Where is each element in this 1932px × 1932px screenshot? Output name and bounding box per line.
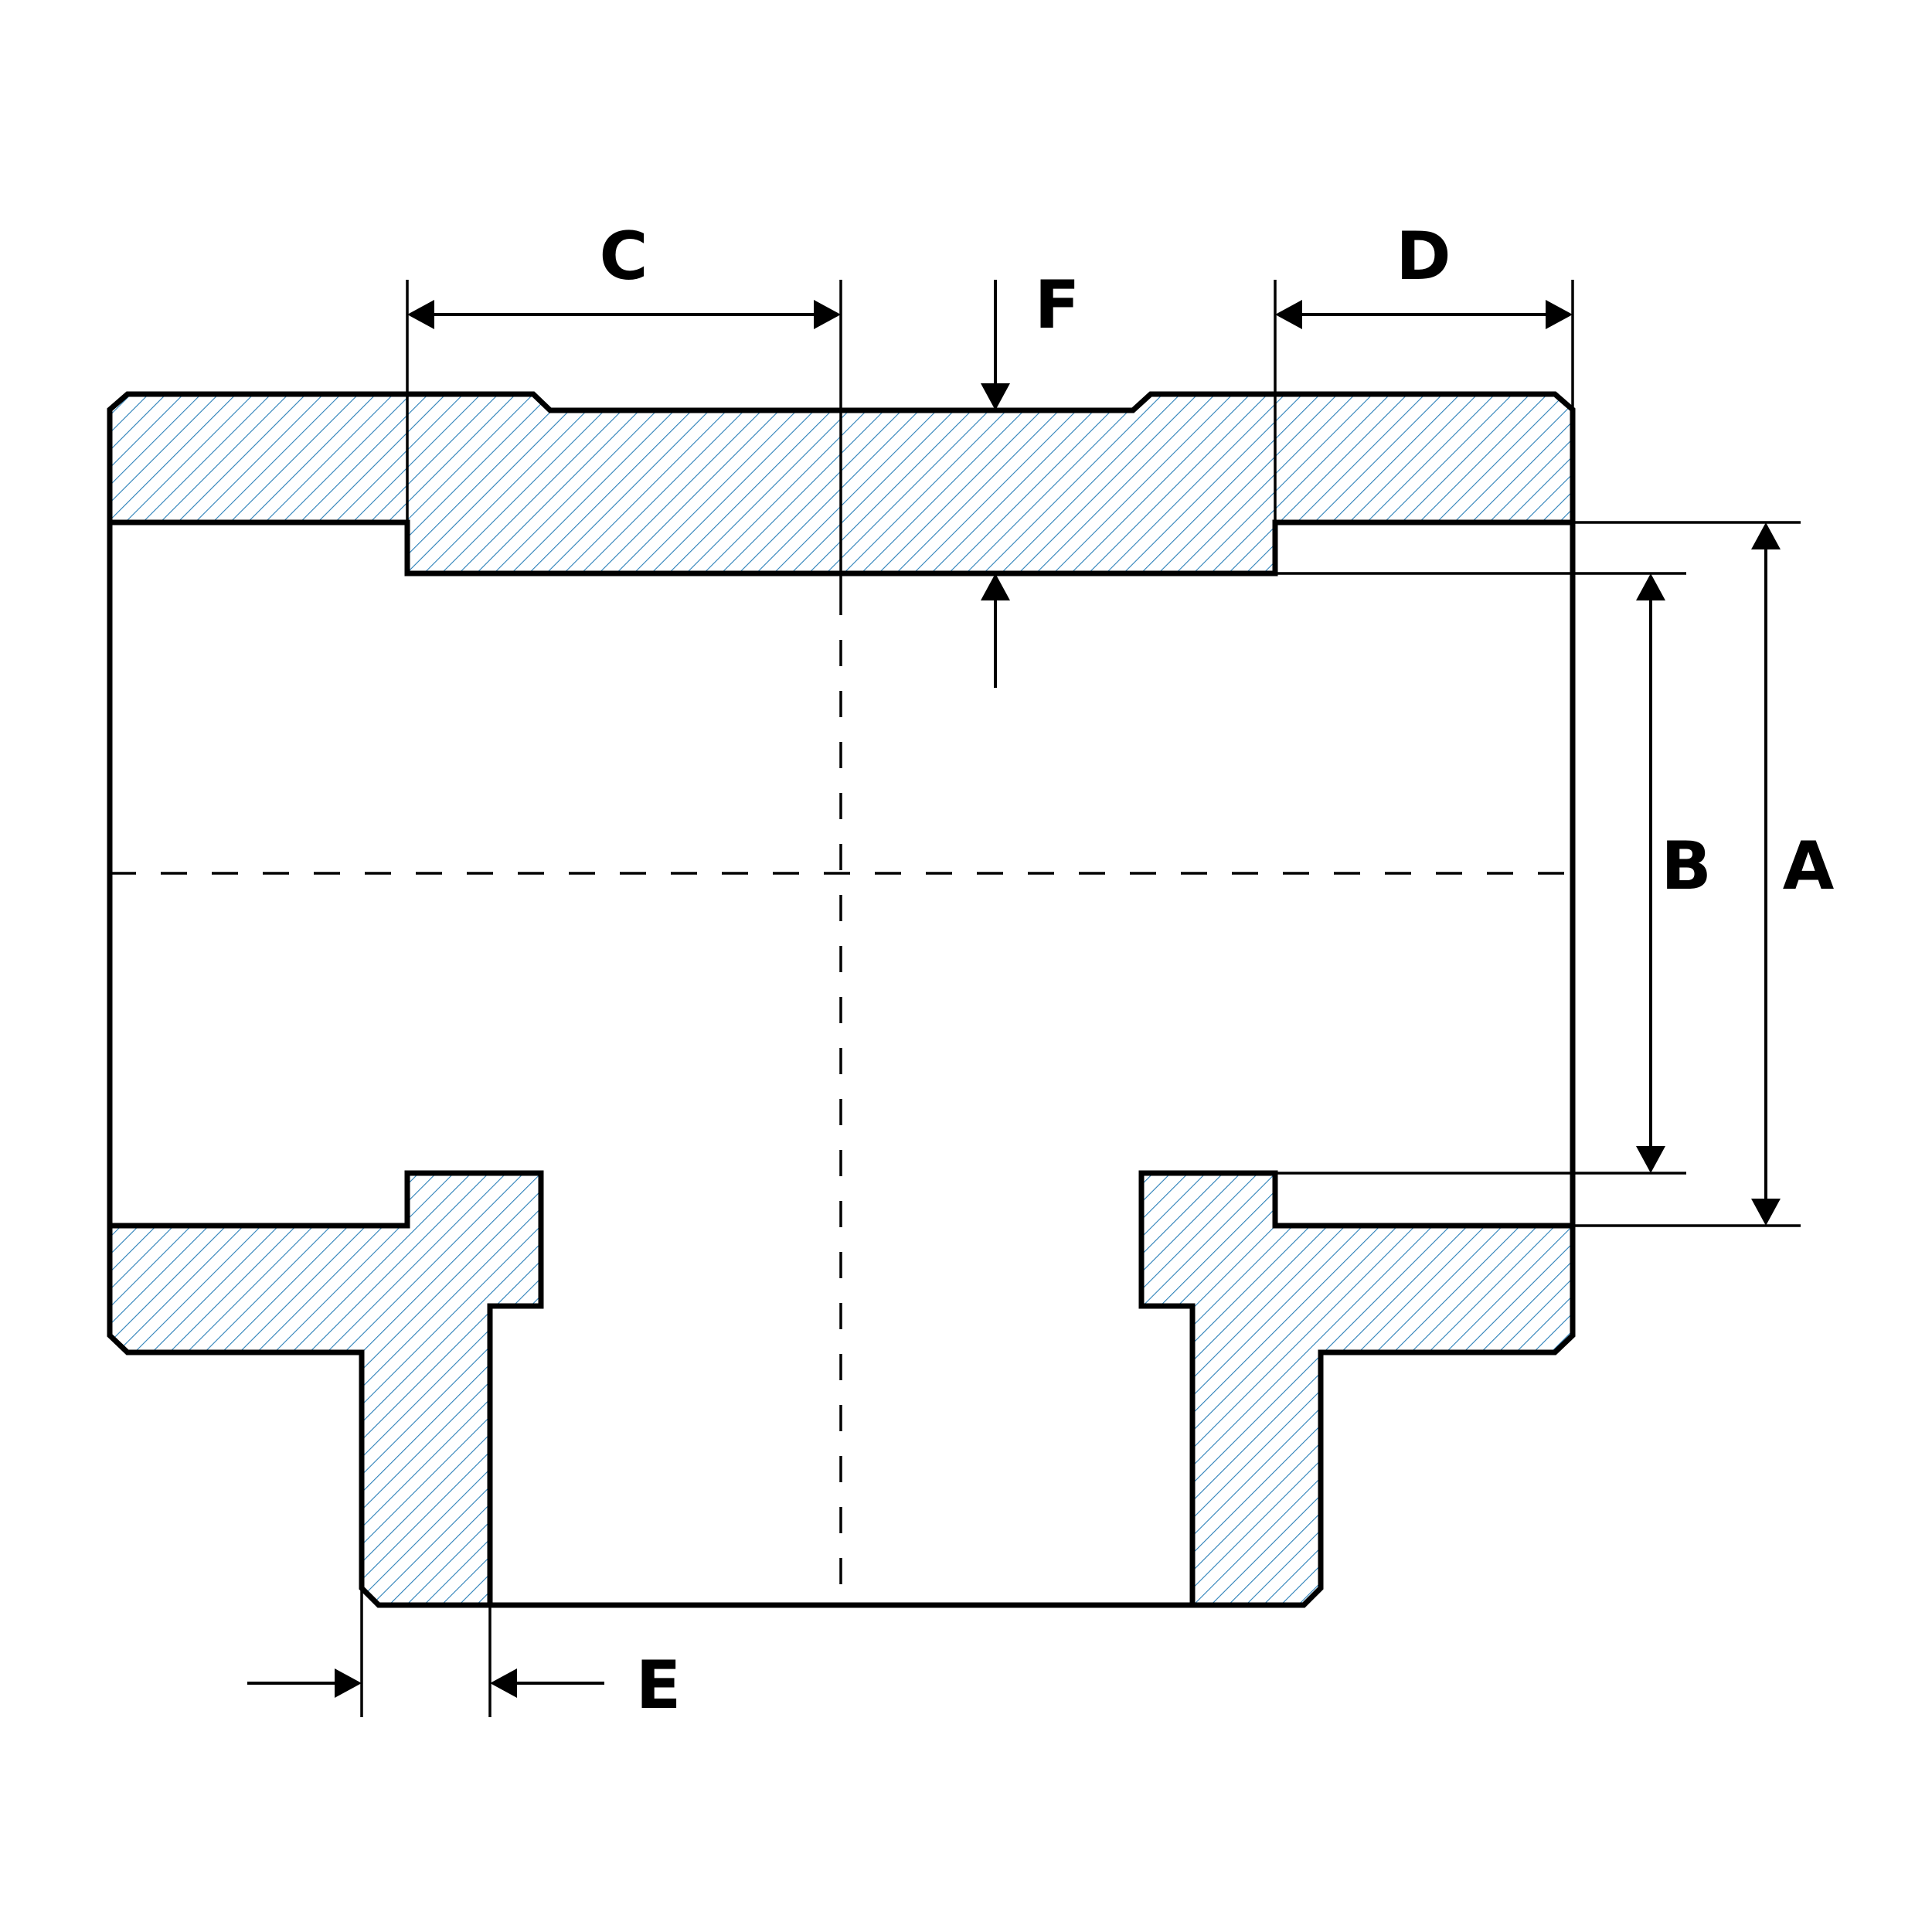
dimension-lines: [247, 280, 1767, 1685]
center-lines: [110, 589, 1573, 1605]
arrow-c-left: [407, 300, 434, 329]
arrow-d-left: [1275, 300, 1302, 329]
label-a: A: [1783, 828, 1835, 905]
arrow-e-right: [490, 1668, 517, 1698]
arrow-f-down: [981, 383, 1010, 410]
label-e: E: [636, 1647, 682, 1724]
bottom-left-section: [107, 1170, 544, 1608]
arrow-a-down: [1751, 1199, 1781, 1226]
extension-lines: [360, 280, 1801, 1717]
arrow-d-right: [1546, 300, 1573, 329]
label-b: B: [1661, 828, 1712, 905]
arrow-c-right: [814, 300, 841, 329]
arrow-b-up: [1636, 573, 1665, 600]
arrow-a-up: [1751, 522, 1781, 549]
arrow-e-left: [335, 1668, 362, 1698]
label-d: D: [1396, 218, 1451, 295]
label-f: F: [1035, 267, 1080, 344]
arrow-b-down: [1636, 1146, 1665, 1173]
dimension-labels: C D F B A E: [599, 218, 1834, 1724]
arrow-f-up: [981, 573, 1010, 600]
arrowheads: [335, 300, 1781, 1698]
label-c: C: [599, 218, 648, 295]
bottom-right-section: [1138, 1170, 1576, 1608]
